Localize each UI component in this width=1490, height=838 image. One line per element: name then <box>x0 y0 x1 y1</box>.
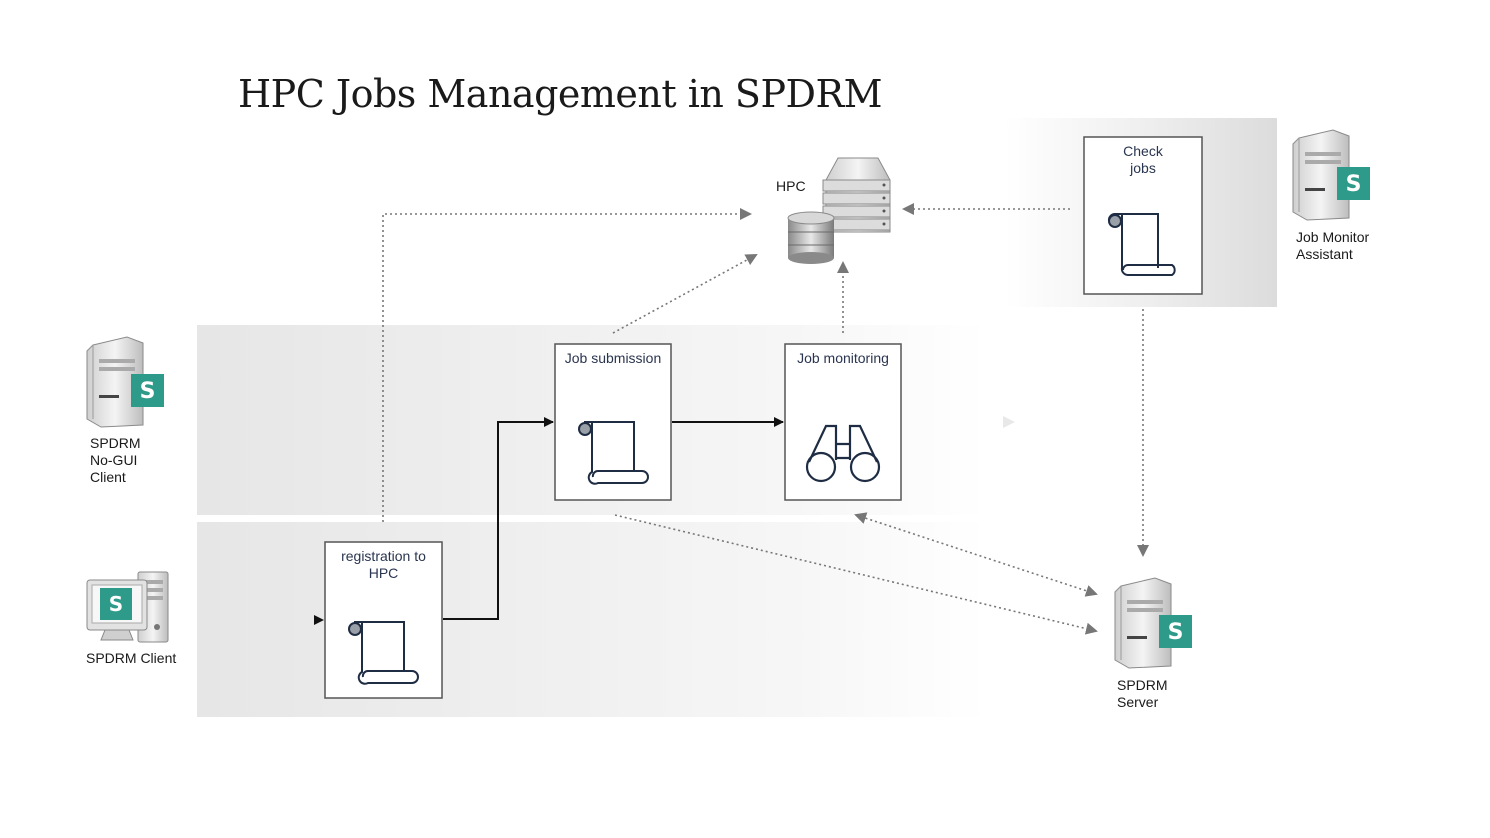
script-scroll-icon <box>348 621 419 685</box>
workstation-spdrm-icon: S <box>86 571 169 643</box>
script-scroll-icon <box>1107 212 1176 277</box>
monitoring-server-bidirectional-arrow <box>854 512 1098 597</box>
svg-text:S: S <box>1346 172 1362 197</box>
svg-text:S: S <box>140 379 156 404</box>
submission-to-hpc-arrow <box>612 254 758 334</box>
registration-title: registration to HPC <box>341 548 426 581</box>
registration-to-submission-arrow <box>443 417 554 620</box>
spdrm-client-label: SPDRM Client <box>86 650 177 666</box>
spdrm-server-label: SPDRM Server <box>1117 677 1168 710</box>
job-monitor-assistant-label: Job Monitor Assistant <box>1296 229 1370 262</box>
job-submission-title: Job submission <box>564 350 662 366</box>
hpc-label: HPC <box>776 178 806 194</box>
server-spdrm-icon: S <box>1292 129 1370 221</box>
diagram-title: HPC Jobs Management in SPDRM <box>238 72 883 116</box>
check-jobs-box <box>1083 136 1203 295</box>
nogui-client-label: SPDRM No-GUI Client <box>90 435 141 485</box>
svg-text:S: S <box>1168 620 1184 645</box>
server-spdrm-icon: S <box>1114 577 1192 669</box>
svg-text:S: S <box>109 592 123 616</box>
server-spdrm-icon: S <box>86 336 164 428</box>
job-monitoring-title: Job monitoring <box>797 350 889 366</box>
check-jobs-title: Check jobs <box>1123 143 1163 176</box>
binoculars-icon <box>805 424 881 483</box>
job-monitoring-box <box>784 343 902 501</box>
server-database-icon <box>787 157 891 264</box>
script-scroll-icon <box>578 421 649 485</box>
